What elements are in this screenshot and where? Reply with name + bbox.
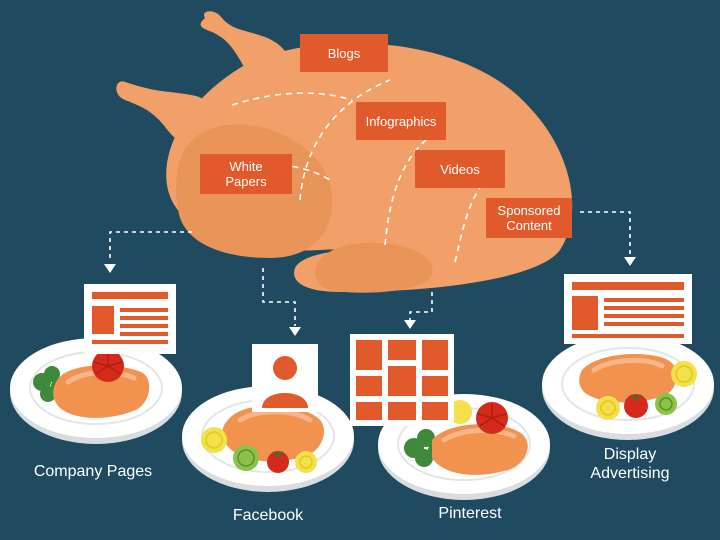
caption-facebook: Facebook [208, 506, 328, 525]
lemon-slice-icon [671, 361, 697, 387]
tag-videos: Videos [415, 150, 505, 188]
caption-pinterest: Pinterest [410, 504, 530, 523]
arrow-to-company-pages [110, 232, 192, 262]
profile-card-icon [252, 344, 318, 412]
caption-display-advertising: Display Advertising [570, 445, 690, 483]
tag-white-papers: White Papers [200, 154, 292, 194]
cucumber-slice-icon [233, 445, 259, 471]
tomato-icon [476, 402, 508, 434]
tag-blogs: Blogs [300, 34, 388, 72]
tag-infographics: Infographics [356, 102, 446, 140]
tomato-icon [267, 451, 289, 473]
web-page-icon [84, 284, 176, 354]
cucumber-slice-icon [655, 393, 677, 415]
lemon-slice-icon [596, 396, 620, 420]
arrow-to-facebook [263, 268, 295, 326]
lemon-slice-icon [201, 427, 227, 453]
tomato-icon [92, 350, 124, 382]
arrow-to-display-advertising [580, 212, 630, 256]
caption-company-pages: Company Pages [18, 462, 168, 481]
display-ad-icon [564, 274, 692, 344]
tag-sponsored-content: Sponsored Content [486, 198, 572, 238]
pin-board-icon [350, 334, 454, 426]
lemon-slice-icon [295, 451, 317, 473]
tomato-icon [624, 394, 648, 418]
display-advertising-plate [542, 334, 714, 440]
arrow-to-pinterest [410, 292, 432, 320]
